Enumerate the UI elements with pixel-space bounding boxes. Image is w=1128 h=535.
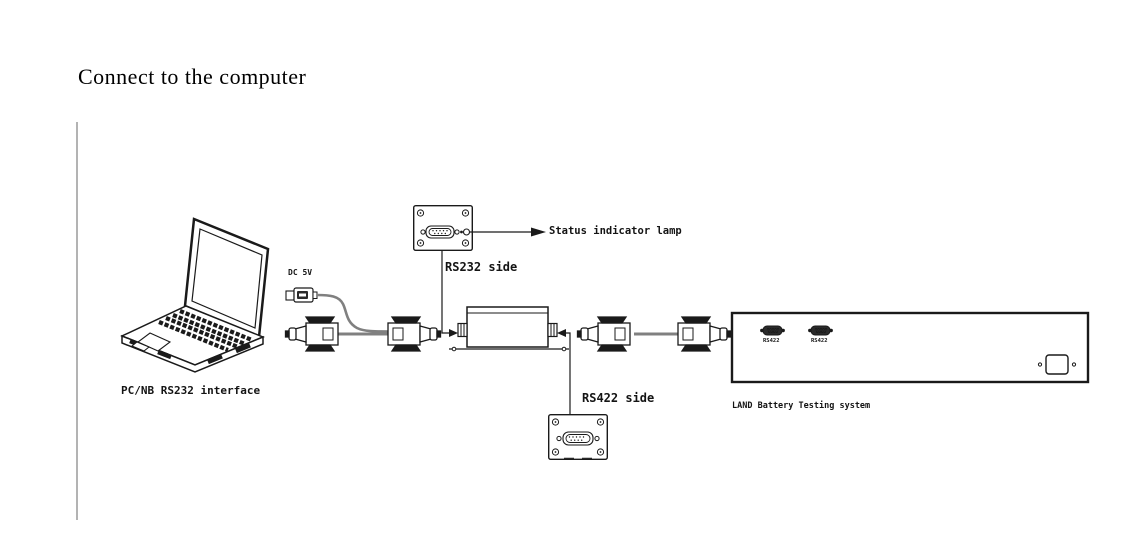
rs232-side-label: RS232 side <box>445 260 518 274</box>
status-lamp-icon <box>462 228 471 236</box>
laptop-icon <box>120 217 270 373</box>
rs232-serial-cable <box>284 316 442 352</box>
dc-power-label: DC 5V <box>288 268 313 277</box>
rs422-port-plate-icon <box>547 413 608 460</box>
laptop-keyboard <box>158 309 253 352</box>
tester-label: LAND Battery Testing system <box>732 401 871 411</box>
page-margin-line <box>76 122 78 520</box>
laptop-touchpad <box>136 332 172 352</box>
rs422-port-icon <box>808 325 833 336</box>
tester-port-label: RS422 <box>811 338 828 344</box>
rs232-port-plate-icon <box>412 204 473 251</box>
rs422-side-label: RS422 side <box>582 391 655 405</box>
battery-tester-icon <box>730 311 1090 384</box>
dc-power-cable <box>316 293 392 333</box>
db9-connector-icon <box>284 316 339 352</box>
tester-port-label: RS422 <box>763 338 780 344</box>
rs422-port-icon <box>760 325 785 336</box>
rs232-connection-line <box>441 251 458 337</box>
page-title: Connect to the computer <box>78 64 307 89</box>
rs422-connection-line <box>557 329 571 414</box>
computer-label: PC/NB RS232 interface <box>121 384 261 397</box>
power-inlet-icon <box>1045 354 1069 375</box>
dc-power-plug-icon <box>285 287 318 303</box>
db9-connector-icon <box>387 316 442 352</box>
status-lamp-icon <box>460 230 463 234</box>
converter-box-icon <box>449 306 569 352</box>
rs422-serial-cable <box>576 316 732 352</box>
db9-connector-icon <box>576 316 631 352</box>
status-lamp-arrow <box>470 227 546 237</box>
status-lamp-label: Status indicator lamp <box>549 225 682 237</box>
db9-connector-icon <box>677 316 732 352</box>
